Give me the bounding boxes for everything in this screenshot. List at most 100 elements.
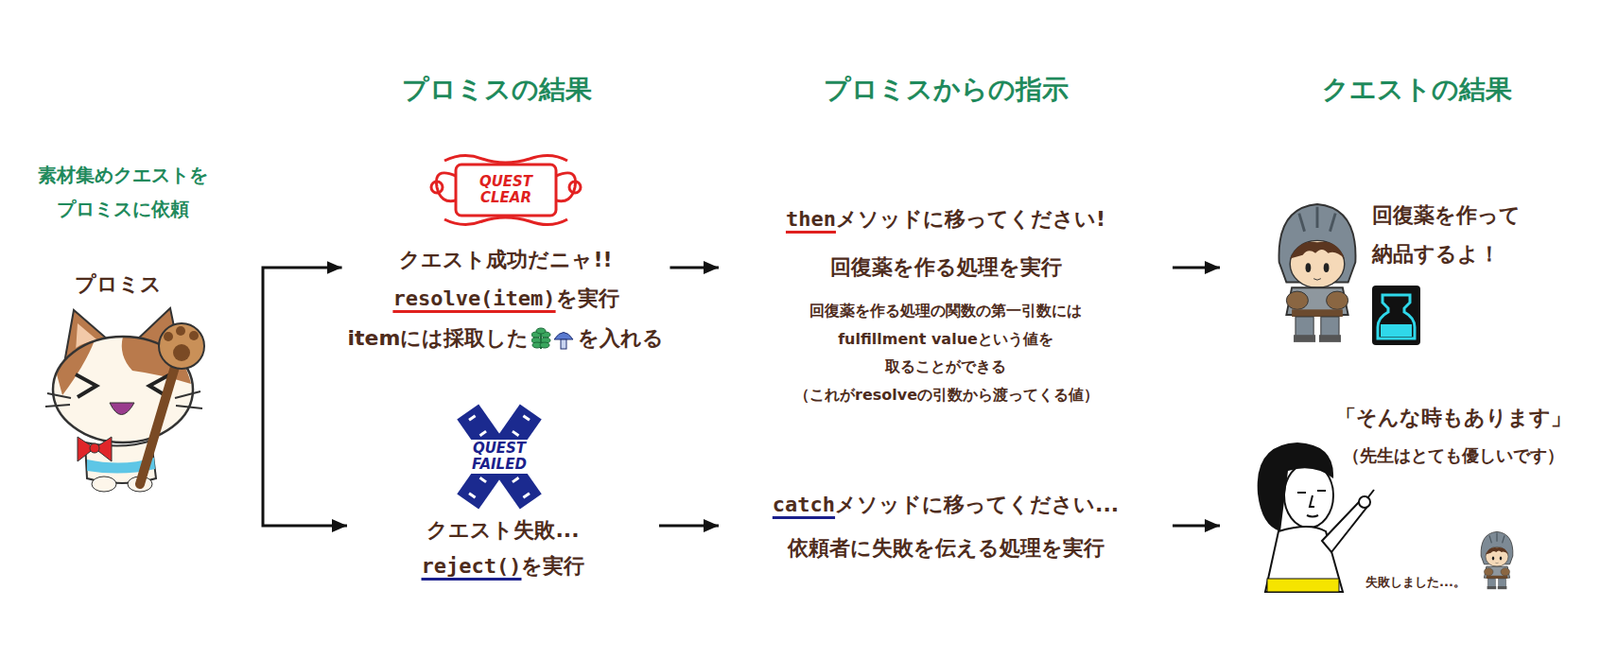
text-line: catchメソッドに移ってください... [772, 491, 1119, 520]
node-text: 回復薬を作る処理を実行 [830, 255, 1062, 279]
promise-cat-part [163, 331, 174, 342]
quest-failed-logo: QUEST FAILED [469, 439, 530, 475]
quest-clear-frame-part [444, 155, 568, 163]
quest-clear-frame-part [444, 217, 568, 226]
failure-result: 「そんな時もあります」 （先生はとても優しいです） 失敗しました...。 [1219, 397, 1591, 600]
promise-cat-part [139, 357, 178, 485]
node-text: を入れる [577, 326, 664, 350]
flow-arrow [262, 267, 343, 398]
flow-arrow [1172, 524, 1220, 528]
promise-cat-part [91, 476, 117, 492]
text-line: 回復薬を作る処理を実行 [830, 254, 1062, 282]
text-line: 回復薬を作って 納品するよ！ [1372, 195, 1521, 274]
quest-clear-frame-part [569, 181, 581, 193]
flow-arrow [1172, 266, 1220, 270]
promise-cat-part [45, 391, 203, 409]
success-result: 回復薬を作って 納品するよ！ [1219, 179, 1532, 350]
text-line: クエスト失敗... [426, 517, 579, 545]
teacher-figure-part [1321, 501, 1367, 553]
reject-group: クエスト失敗... reject()を実行 [347, 510, 660, 589]
code-text: then [785, 207, 836, 231]
code-text: catch [772, 492, 835, 517]
promise-cat-part [75, 374, 97, 398]
text-line: resolve(item)を実行 [392, 285, 619, 314]
promise-cat-part [89, 443, 100, 453]
node-text: を実行 [556, 286, 620, 311]
quest-clear-frame-part [455, 164, 557, 216]
node-text: 「そんな時もあります」 [1335, 405, 1572, 430]
teacher-figure-part [1297, 490, 1326, 518]
resolve-group: クエスト成功だニャ!! resolve(item)を実行 itemには採取した を入れ… [342, 241, 671, 359]
node-text: を実行 [521, 554, 585, 578]
promise-cat-part [189, 330, 199, 341]
node-text: （先生はとても優しいです） [1342, 445, 1565, 466]
hunter-figure [1279, 204, 1357, 343]
quest-clear-logo: QUEST CLEAR [479, 173, 533, 208]
teacher-figure-part [1267, 578, 1340, 592]
text-line: 「そんな時もあります」 [1335, 404, 1572, 433]
quest-clear-frame-part [556, 173, 576, 202]
quest-clear-frame-part [431, 181, 443, 193]
potion-icon-part [1377, 295, 1415, 339]
promise-cat-part [77, 436, 112, 462]
text-line: 失敗しました...。 [1365, 574, 1466, 592]
potion-icon-part [1372, 285, 1421, 346]
then-group: thenメソッドに移ってください! 回復薬を作る処理を実行回復薬を作る処理の関数の… [718, 200, 1173, 415]
code-text: reject() [421, 554, 522, 578]
text-line: 依頼者に失敗を伝える処理を実行 [787, 535, 1105, 563]
node-text: 失敗しました...。 [1365, 574, 1466, 590]
herb-icon [539, 342, 550, 348]
quest-failed-cross-part [469, 416, 530, 499]
promise-cat [45, 308, 205, 492]
node-text: プロミス [74, 272, 162, 296]
node-text: メソッドに移ってください! [835, 207, 1106, 231]
item-icons [528, 326, 578, 350]
text-line: thenメソッドに移ってください! [785, 206, 1106, 234]
quest-failed-cross-part [456, 403, 541, 509]
node-text: クエスト失敗... [426, 518, 579, 542]
promise-cat-part [173, 344, 191, 362]
mushroom-icon [560, 339, 567, 349]
quest-clear-frame-part [435, 173, 456, 202]
column-header: クエストの結果 [1321, 74, 1513, 105]
code-text: resolve(item) [392, 286, 556, 311]
node-text: クエスト成功だニャ!! [399, 247, 612, 272]
quest-failed-cross [456, 403, 541, 509]
text-line: プロミス [74, 271, 162, 299]
item-icons [531, 327, 575, 350]
promise-cat-part [175, 326, 186, 336]
node-text: 回復薬を作る処理の関数の第一引数には fulfillment valueという値… [794, 301, 1099, 404]
quest-clear-frame [431, 155, 581, 225]
quest-failed-cross-part [469, 416, 530, 499]
teacher-figure-part [1367, 489, 1374, 499]
node-text: 依頼者に失敗を伝える処理を実行 [787, 536, 1105, 560]
text-line: 回復薬を作る処理の関数の第一引数には fulfillment valueという値… [794, 296, 1097, 409]
column-header: プロミスの結果 [401, 74, 592, 105]
catch-group: catchメソッドに移ってください... 依頼者に失敗を伝える処理を実行 [718, 486, 1173, 571]
request-group: 素材集めクエストを プロミスに依頼プロミス [17, 151, 263, 497]
text-line: 素材集めクエストを プロミスに依頼 [37, 157, 209, 227]
text-line: クエスト成功だニャ!! [399, 246, 612, 275]
promise-cat-part [158, 323, 205, 369]
promise-cat-part [109, 402, 135, 416]
node-text: 回復薬を作って 納品するよ！ [1372, 203, 1521, 266]
node-text: 素材集めクエストを プロミスに依頼 [37, 163, 209, 221]
column-header: プロミスからの指示 [823, 74, 1069, 105]
flow-arrow [669, 266, 719, 270]
text-line: （先生はとても優しいです） [1342, 444, 1565, 467]
small-hunter-figure [1480, 531, 1514, 590]
text-line: itemには採取した を入れる [347, 325, 665, 353]
node-text: メソッドに移ってください... [834, 492, 1119, 517]
flow-arrow [659, 524, 719, 528]
mushroom-icon [554, 331, 574, 340]
potion-icon-part [1380, 324, 1412, 337]
quest-failed-cross-part [456, 403, 541, 509]
potion-icon [1372, 285, 1421, 346]
node-text: itemには採取した [347, 326, 530, 350]
text-line: reject()を実行 [421, 553, 586, 581]
teacher-figure-part [1257, 442, 1334, 532]
flow-arrow [262, 397, 348, 526]
herb-icon [536, 328, 546, 334]
promise-cat-part [56, 340, 95, 396]
